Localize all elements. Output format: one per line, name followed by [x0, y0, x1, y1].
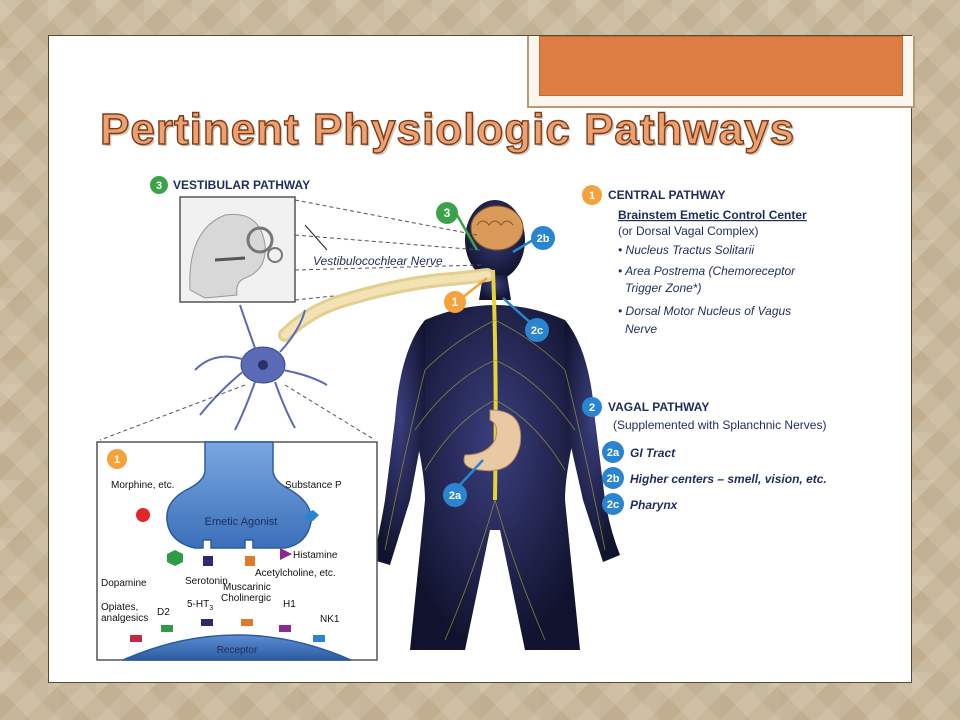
- substance-p-label: Substance P: [285, 480, 342, 491]
- receptor-label: Receptor: [217, 645, 258, 656]
- d2-label: D2: [157, 607, 170, 618]
- header-tab-fill: [539, 36, 903, 96]
- body-badge-2b: [531, 226, 555, 250]
- central-note: (or Dorsal Vagal Complex): [618, 224, 759, 238]
- vagal-2a-badge: [602, 441, 624, 463]
- pathways-figure: 3 VESTIBULAR PATHWAY Vestibulocochlear N…: [95, 170, 855, 670]
- central-subheading: Brainstem Emetic Control Center: [618, 208, 807, 222]
- muscarinic-label-line1: Muscarinic: [223, 582, 271, 593]
- vagal-badge-label: 2: [589, 402, 595, 414]
- central-item-dorsal-motor: • Dorsal Motor Nucleus of Vagus: [618, 304, 791, 318]
- presynaptic-terminal: [166, 441, 312, 549]
- dopamine-marker: [167, 550, 183, 566]
- substance-p-marker: [305, 510, 319, 521]
- acetylcholine-marker: [245, 556, 255, 566]
- vagal-note: (Supplemented with Splanchnic Nerves): [613, 418, 826, 432]
- emetic-agonist-label: Emetic Agonist: [205, 516, 278, 528]
- slide-title: Pertinent Physiologic Pathways: [99, 104, 796, 154]
- body-badge-2a-label: 2a: [449, 490, 462, 502]
- vagal-item-pharynx: Pharynx: [630, 498, 679, 512]
- serotonin-label: Serotonin: [185, 576, 228, 587]
- body-badge-1: [444, 291, 466, 313]
- acetylcholine-label: Acetylcholine, etc.: [255, 568, 336, 579]
- receptor-membrane: [122, 634, 352, 661]
- synapse-panel: 1 Emetic Agonist Morphine, etc. Substanc…: [96, 441, 378, 661]
- histamine-label: Histamine: [293, 550, 338, 561]
- header-tab: [527, 36, 915, 108]
- body-badge-3-label: 3: [444, 206, 451, 220]
- vestibulocochlear-nerve-label: Vestibulocochlear Nerve: [313, 254, 443, 268]
- vestibular-badge-label: 3: [156, 180, 162, 192]
- body-badge-3: [436, 202, 458, 224]
- histamine-marker: [280, 548, 292, 560]
- dopamine-label: Dopamine: [101, 578, 147, 589]
- neuron: [194, 268, 494, 431]
- vagal-badge: [582, 397, 602, 417]
- ear-illustration: [179, 196, 296, 303]
- brain: [470, 205, 524, 251]
- body-badge-2c-label: 2c: [531, 325, 543, 337]
- morphine-label: Morphine, etc.: [111, 480, 174, 491]
- opiates-label-line1: Opiates,: [101, 602, 138, 613]
- central-item-area-postrema-cont: Trigger Zone*): [625, 281, 701, 295]
- central-item-area-postrema: • Area Postrema (Chemoreceptor: [618, 264, 796, 278]
- nerve-branches: [384, 319, 606, 641]
- central-badge-label: 1: [589, 190, 595, 202]
- central-badge: [582, 185, 602, 205]
- serotonin-marker: [203, 556, 213, 566]
- vagal-2c-badge: [602, 493, 624, 515]
- vagal-2b-badge-label: 2b: [607, 473, 620, 485]
- vagal-item-gi-tract: GI Tract: [630, 446, 676, 460]
- vagal-2b-badge: [602, 467, 624, 489]
- neuron-zoom-lines: [99, 384, 376, 441]
- central-item-dorsal-motor-cont: Nerve: [625, 322, 657, 336]
- synapse-badge-label: 1: [114, 454, 120, 466]
- vagal-2a-badge-label: 2a: [607, 447, 620, 459]
- body-badge-2a: [443, 483, 467, 507]
- vestibular-heading: VESTIBULAR PATHWAY: [173, 178, 310, 192]
- body-badge-2b-label: 2b: [537, 233, 550, 245]
- body-badge-1-label: 1: [452, 295, 459, 309]
- opiates-label-line2: analgesics: [101, 613, 148, 624]
- vagal-heading: VAGAL PATHWAY: [608, 400, 709, 414]
- vagal-item-higher-centers: Higher centers – smell, vision, etc.: [630, 472, 827, 486]
- muscarinic-label-line2: Cholinergic: [221, 593, 271, 604]
- morphine-marker: [136, 508, 150, 522]
- vestibular-badge: [150, 176, 168, 194]
- synapse-badge: [107, 449, 127, 469]
- vagal-2c-badge-label: 2c: [607, 499, 619, 511]
- nk1-label: NK1: [320, 614, 340, 625]
- central-heading: CENTRAL PATHWAY: [608, 188, 726, 202]
- ht3-label: 5-HT3: [187, 599, 213, 612]
- stomach: [463, 409, 522, 472]
- ear-projection-lines: [294, 199, 488, 301]
- body-badge-2c: [525, 318, 549, 342]
- central-item-nts: • Nucleus Tractus Solitarii: [618, 243, 754, 257]
- h1-label: H1: [283, 599, 296, 610]
